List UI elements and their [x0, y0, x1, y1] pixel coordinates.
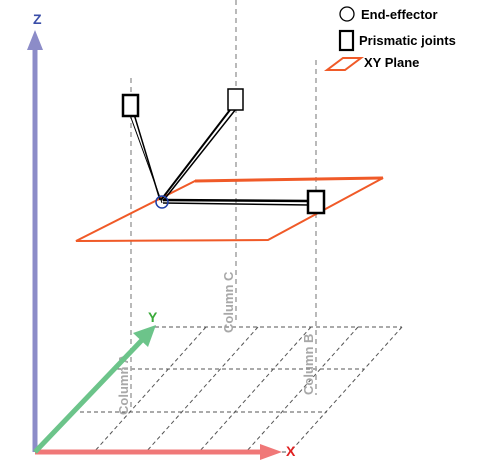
y-axis: [33, 325, 156, 454]
column-c-label: Column C: [221, 271, 236, 333]
open-circle-icon: [339, 6, 355, 22]
links: [129, 105, 310, 206]
parallelogram-icon: [324, 57, 364, 71]
column-lines: [130, 0, 317, 410]
prismatic-joint-a: [121, 93, 140, 118]
end-effector: [155, 195, 169, 209]
xy-plane-edge-highlight: [75, 239, 269, 242]
grid-line: [145, 326, 259, 453]
grid-line: [198, 326, 312, 453]
xy-plane-edge-highlight: [194, 176, 384, 183]
xy-plane: [75, 177, 384, 242]
y-axis-label: Y: [148, 309, 158, 325]
z-axis: [27, 30, 43, 452]
legend-xy-plane-label: XY Plane: [364, 55, 419, 70]
prismatic-joint-b: [306, 189, 326, 215]
grid-line: [93, 326, 207, 453]
column-b-label: Column B: [301, 334, 316, 395]
column-a-label: Column A: [116, 353, 131, 415]
x-axis: [35, 444, 282, 460]
z-arrow-head: [27, 30, 43, 50]
link-b: [162, 202, 310, 206]
x-arrow-head: [260, 444, 282, 460]
link-b: [162, 198, 310, 203]
z-axis-label: Z: [33, 11, 42, 27]
prismatic-joint-c: [227, 88, 244, 111]
y-arrow-head: [133, 325, 156, 347]
legend: End-effector Prismatic joints XY Plane: [324, 6, 456, 71]
link-a: [129, 114, 163, 204]
legend-prismatic-joints-label: Prismatic joints: [359, 33, 456, 48]
open-rectangle-icon: [338, 29, 355, 52]
x-axis-label: X: [286, 443, 296, 459]
legend-end-effector-label: End-effector: [361, 7, 438, 22]
link-c: [162, 108, 237, 202]
link-c: [160, 105, 234, 201]
